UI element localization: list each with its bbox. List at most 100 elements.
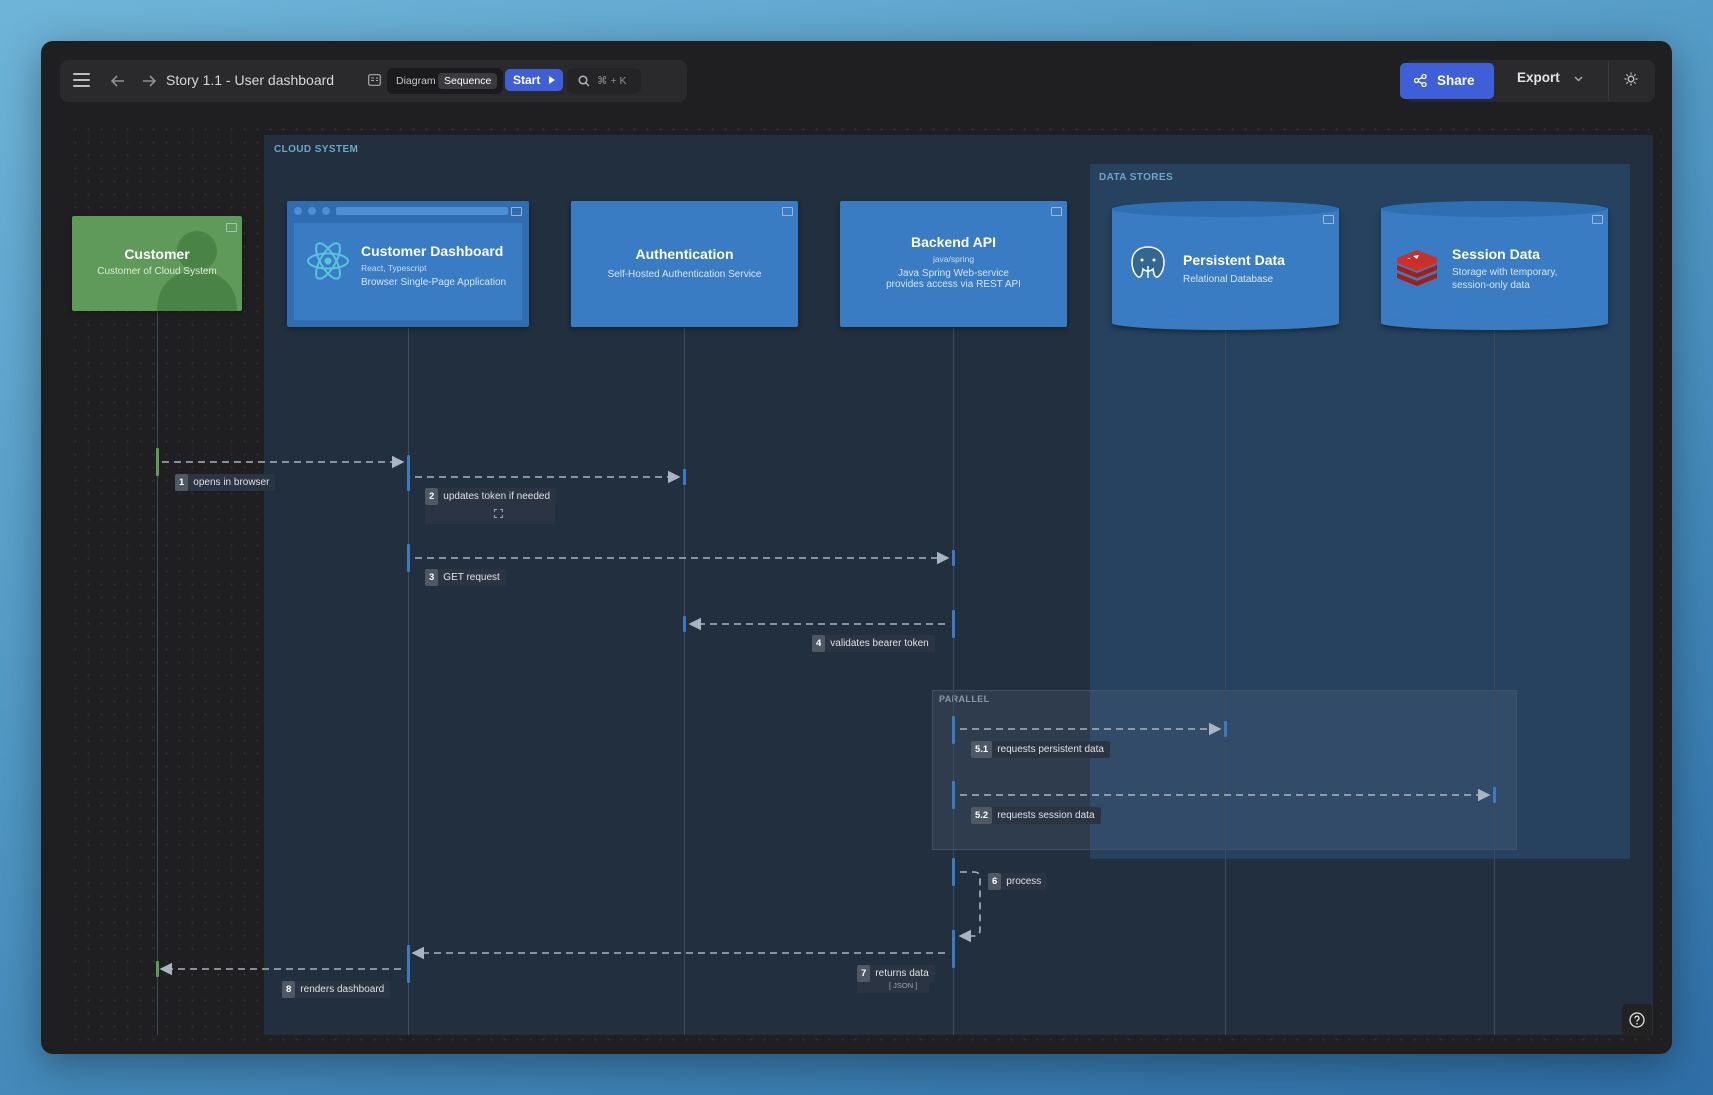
actor-session-data[interactable]: Session Data Storage with temporary, ses… bbox=[1381, 208, 1608, 323]
actor-customer-dashboard[interactable]: Customer Dashboard React, Typescript Bro… bbox=[287, 201, 529, 327]
card-details-icon[interactable] bbox=[782, 207, 793, 216]
redis-icon bbox=[1397, 250, 1437, 286]
step-number: 8 bbox=[282, 981, 296, 998]
step-number: 7 bbox=[857, 965, 871, 982]
zone-label-cloud: CLOUD SYSTEM bbox=[274, 144, 359, 155]
help-button[interactable] bbox=[1622, 1004, 1652, 1036]
activation-backend-4 bbox=[952, 781, 955, 809]
actor-session-desc-1: Storage with temporary, bbox=[1452, 267, 1558, 278]
menu-icon[interactable] bbox=[73, 73, 90, 87]
step-badge-1[interactable]: 1 opens in browser bbox=[175, 474, 276, 491]
actor-authentication[interactable]: Authentication Self-Hosted Authenticatio… bbox=[571, 201, 798, 327]
share-label: Share bbox=[1437, 73, 1475, 88]
toolbar-divider bbox=[1608, 61, 1609, 101]
activation-dashboard-3 bbox=[407, 945, 410, 983]
actor-backend-api[interactable]: Backend API java/spring Java Spring Web-… bbox=[840, 201, 1067, 327]
actor-auth-desc: Self-Hosted Authentication Service bbox=[607, 269, 762, 280]
actor-backend-name: Backend API bbox=[910, 234, 997, 250]
description-icon[interactable] bbox=[368, 74, 381, 86]
step-label: validates bearer token bbox=[830, 638, 929, 649]
step-number: 5.1 bbox=[971, 741, 993, 758]
persistent-cylinder-bottom bbox=[1112, 316, 1339, 330]
export-button[interactable]: Export bbox=[1517, 70, 1583, 85]
start-button[interactable]: Start bbox=[505, 69, 563, 91]
activation-backend-1 bbox=[952, 550, 955, 566]
activation-session bbox=[1493, 787, 1496, 803]
actor-auth-name: Authentication bbox=[635, 246, 734, 262]
step-label: opens in browser bbox=[193, 477, 270, 488]
actor-customer-desc: Customer of Cloud System bbox=[97, 266, 217, 277]
search-button[interactable]: ⌘ + K bbox=[567, 68, 641, 94]
step-number: 3 bbox=[425, 569, 439, 586]
forward-arrow-icon[interactable] bbox=[142, 75, 156, 87]
lifeline-customer bbox=[157, 310, 158, 1035]
zone-label-data-stores: DATA STORES bbox=[1099, 172, 1174, 183]
card-details-icon[interactable] bbox=[1323, 215, 1334, 224]
activation-backend-3 bbox=[952, 716, 955, 744]
postgresql-icon bbox=[1131, 246, 1165, 278]
theme-toggle-icon[interactable] bbox=[1624, 72, 1638, 86]
arrow-6 bbox=[958, 871, 981, 943]
lifeline-persistent bbox=[1225, 328, 1226, 1035]
toolbar: Story 1.1 - User dashboard Diagram Seque… bbox=[60, 60, 687, 102]
lifeline-backend bbox=[953, 328, 954, 1035]
activation-auth-1 bbox=[683, 469, 686, 485]
activation-backend-6 bbox=[952, 930, 955, 968]
actor-customer[interactable]: Customer Customer of Cloud System bbox=[72, 216, 242, 311]
export-label: Export bbox=[1517, 70, 1560, 85]
parallel-label: PARALLEL bbox=[939, 694, 990, 704]
card-details-icon[interactable] bbox=[511, 207, 522, 216]
tab-diagram[interactable]: Diagram bbox=[396, 75, 436, 87]
step-label: returns data bbox=[875, 968, 929, 979]
react-icon bbox=[307, 242, 349, 280]
persistent-cylinder-top bbox=[1112, 201, 1339, 217]
actor-persistent-desc: Relational Database bbox=[1183, 274, 1274, 285]
actor-persistent-name: Persistent Data bbox=[1183, 252, 1285, 268]
actor-customer-name: Customer bbox=[124, 246, 190, 262]
actor-backend-desc-2: provides access via REST API bbox=[886, 279, 1021, 290]
person-icon bbox=[157, 231, 237, 311]
page-title: Story 1.1 - User dashboard bbox=[166, 72, 335, 88]
step-label: renders dashboard bbox=[300, 984, 385, 995]
activation-backend-2 bbox=[952, 610, 955, 638]
actor-backend-desc-1: Java Spring Web-service bbox=[898, 268, 1009, 279]
search-icon bbox=[578, 75, 590, 87]
view-toggle: Diagram Sequence bbox=[387, 68, 503, 94]
step-number: 1 bbox=[175, 474, 189, 491]
share-icon bbox=[1414, 74, 1427, 87]
card-details-icon[interactable] bbox=[1051, 207, 1062, 216]
activation-dashboard-2 bbox=[407, 544, 410, 572]
step-badge-6[interactable]: 6 process bbox=[988, 873, 1048, 890]
step-badge-8[interactable]: 8 renders dashboard bbox=[282, 981, 391, 998]
share-button[interactable]: Share bbox=[1400, 63, 1494, 99]
lifeline-dashboard bbox=[408, 328, 409, 1035]
step-number: 6 bbox=[988, 873, 1002, 890]
card-details-icon[interactable] bbox=[226, 223, 237, 232]
tab-sequence[interactable]: Sequence bbox=[438, 73, 498, 89]
activation-dashboard-1 bbox=[407, 455, 410, 491]
step-label: process bbox=[1006, 876, 1042, 887]
step-number: 5.2 bbox=[971, 807, 993, 824]
dashboard-body: Customer Dashboard React, Typescript Bro… bbox=[294, 223, 522, 320]
activation-customer-1 bbox=[156, 448, 159, 476]
session-cylinder-bottom bbox=[1381, 316, 1608, 330]
help-icon bbox=[1629, 1012, 1645, 1028]
activation-customer-2 bbox=[156, 961, 159, 977]
step-number: 2 bbox=[425, 488, 439, 505]
back-arrow-icon[interactable] bbox=[111, 75, 125, 87]
actor-persistent-data[interactable]: Persistent Data Relational Database bbox=[1112, 208, 1339, 323]
step-badge-7[interactable]: 7 returns data bbox=[857, 965, 935, 982]
start-label: Start bbox=[513, 73, 541, 87]
step-badge-4[interactable]: 4 validates bearer token bbox=[812, 635, 935, 652]
focus-icon[interactable] bbox=[494, 509, 503, 518]
step-7-note: [ JSON ] bbox=[889, 981, 918, 990]
card-details-icon[interactable] bbox=[1592, 215, 1603, 224]
session-cylinder-top bbox=[1381, 201, 1608, 217]
play-icon bbox=[549, 76, 555, 84]
step-number: 4 bbox=[812, 635, 826, 652]
